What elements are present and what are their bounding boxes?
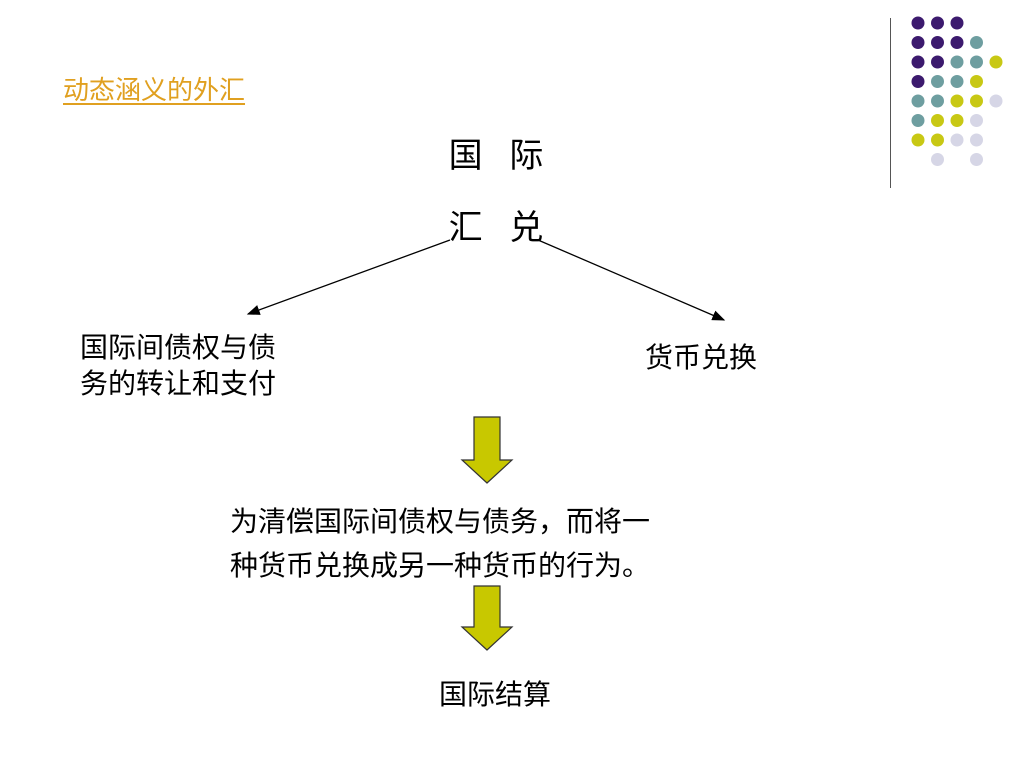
definition-text: 为清偿国际间债权与债务，而将一 种货币兑换成另一种货币的行为。 bbox=[230, 500, 750, 588]
decorative-dot bbox=[989, 94, 1003, 108]
dot-grid-svg bbox=[911, 16, 1003, 166]
decorative-dot bbox=[970, 55, 983, 69]
center-term-line1: 国 际 bbox=[448, 136, 552, 176]
center-term-line2: 汇 兑 bbox=[448, 208, 552, 248]
decorative-dot bbox=[970, 114, 983, 127]
decorative-dot bbox=[931, 94, 944, 108]
down-arrow-1 bbox=[460, 416, 514, 484]
left-branch-text: 国际间债权与债 务的转让和支付 bbox=[80, 330, 330, 402]
conclusion-text: 国际结算 bbox=[438, 678, 551, 711]
right-branch-text: 货币兑换 bbox=[645, 341, 758, 374]
decorative-dot bbox=[911, 114, 925, 127]
divider-line bbox=[890, 18, 891, 188]
decorative-dot bbox=[950, 36, 964, 49]
decorative-dot bbox=[911, 75, 925, 88]
decorative-dot bbox=[950, 55, 964, 69]
slide-title-link[interactable]: 动态涵义的外汇 bbox=[63, 76, 246, 106]
definition-line2: 种货币兑换成另一种货币的行为。 bbox=[230, 549, 651, 582]
decorative-dot bbox=[911, 133, 925, 147]
decorative-dot bbox=[931, 133, 944, 147]
decorative-dot bbox=[931, 36, 944, 49]
decorative-dot bbox=[950, 16, 964, 30]
decorative-dot bbox=[931, 16, 944, 30]
left-branch-line2: 务的转让和支付 bbox=[80, 367, 277, 400]
decorative-dot bbox=[911, 16, 925, 30]
decorative-dot bbox=[911, 94, 925, 108]
decorative-dot bbox=[970, 133, 983, 147]
decorative-dot bbox=[911, 55, 925, 69]
decorative-dot bbox=[931, 114, 944, 127]
decorative-dot bbox=[950, 114, 964, 127]
left-branch-line1: 国际间债权与债 bbox=[80, 331, 277, 364]
right-branch-arrow bbox=[537, 239, 726, 321]
decorative-dot bbox=[931, 75, 944, 88]
decorative-dot bbox=[970, 153, 983, 166]
decorative-dot bbox=[931, 153, 944, 166]
decorative-dot bbox=[911, 36, 925, 49]
decorative-dot bbox=[989, 55, 1003, 69]
decorative-dot bbox=[970, 75, 983, 88]
decorative-dot bbox=[950, 75, 964, 88]
decorative-dot bbox=[970, 36, 983, 49]
decorative-dot bbox=[950, 133, 964, 147]
down-arrow-2 bbox=[460, 585, 514, 651]
decorative-dot bbox=[970, 94, 983, 108]
left-branch-arrow bbox=[246, 239, 451, 315]
decorative-dot bbox=[950, 94, 964, 108]
decorative-dot bbox=[931, 55, 944, 69]
definition-line1: 为清偿国际间债权与债务，而将一 bbox=[230, 505, 651, 538]
